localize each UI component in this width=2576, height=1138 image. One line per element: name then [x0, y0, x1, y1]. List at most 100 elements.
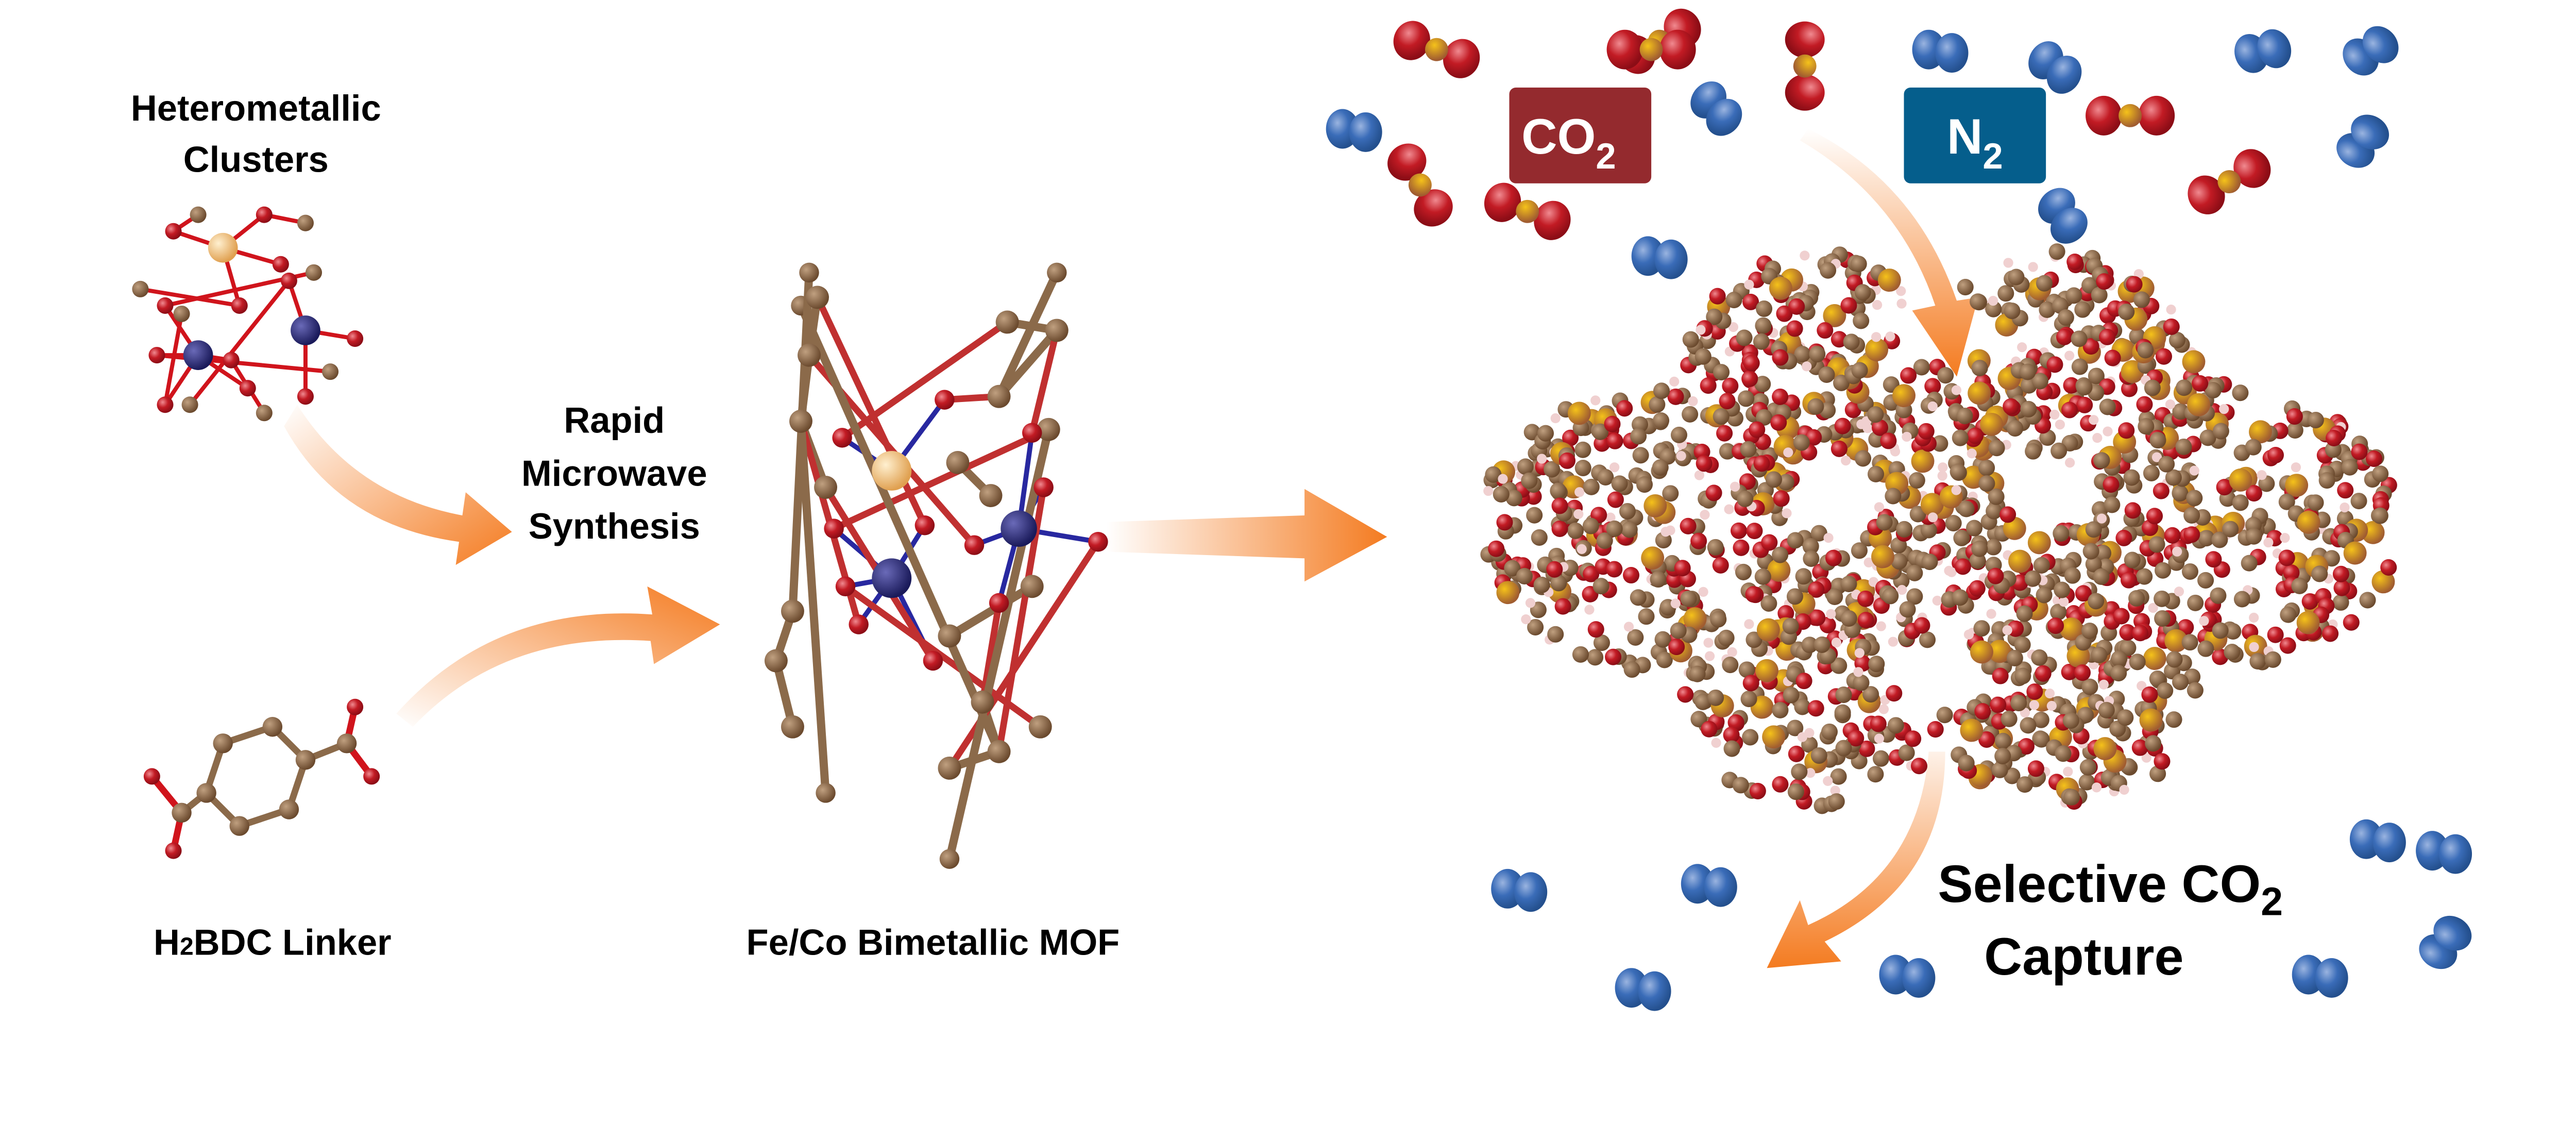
framework-atom [1670, 426, 1687, 443]
framework-atom [1741, 370, 1758, 387]
framework-atom [1705, 484, 1722, 501]
framework-atom [1713, 408, 1730, 425]
framework-atom [1818, 366, 1835, 383]
framework-atom [2192, 375, 2209, 392]
framework-atom [1844, 401, 1861, 419]
carbon-atom [181, 396, 198, 413]
framework-atom [1969, 580, 1986, 597]
framework-atom [2064, 350, 2075, 361]
framework-atom [2332, 594, 2349, 611]
framework-atom [2091, 646, 2108, 663]
n2-molecule [1615, 968, 1671, 1011]
framework-atom [1786, 588, 1803, 605]
framework-atom [2176, 379, 2193, 396]
framework-atom [2155, 562, 2172, 579]
framework-atom [1971, 360, 1988, 377]
framework-atom [2082, 543, 2099, 560]
arrow-linker-to-synthesis [396, 586, 720, 727]
framework-atom [1900, 367, 1917, 384]
framework-atom [2018, 738, 2035, 755]
framework-atom [2210, 587, 2227, 604]
framework-atom [1690, 711, 1707, 728]
framework-atom [2222, 521, 2239, 538]
framework-atom [2078, 774, 2095, 791]
framework-atom [1554, 598, 1571, 615]
framework-atom [1582, 517, 1599, 534]
framework-atom [1776, 305, 1793, 322]
framework-atom [1877, 269, 1901, 292]
framework-atom [1987, 567, 2004, 584]
framework-atom [1660, 527, 1671, 537]
framework-atom [2257, 470, 2267, 480]
framework-atom [1597, 468, 1614, 486]
framework-atom [2350, 493, 2367, 510]
framework-atom [2263, 537, 2274, 548]
framework-atom [1493, 486, 1510, 503]
framework-atom [2118, 304, 2135, 321]
framework-atom [1643, 494, 1667, 517]
framework-atom [2014, 636, 2031, 653]
framework-atom [1853, 667, 1863, 677]
carbon-atom [1037, 417, 1060, 441]
framework-atom [2117, 709, 2134, 726]
framework-atom [1786, 320, 1803, 337]
framework-atom [2172, 546, 2182, 557]
framework-atom [1498, 474, 1508, 484]
framework-atom [1851, 362, 1868, 379]
framework-atom [1483, 486, 1494, 496]
framework-atom [2128, 590, 2145, 607]
framework-atom [2088, 593, 2105, 610]
framework-atom [1496, 581, 1520, 605]
framework-atom [1670, 598, 1681, 609]
carbon-atom [279, 799, 299, 819]
co2-molecule [1606, 29, 1696, 70]
framework-atom [1711, 738, 1721, 748]
framework-atom [1622, 566, 1640, 584]
framework-atom [1744, 619, 1754, 629]
framework-atom [2351, 443, 2368, 460]
framework-atom [2144, 379, 2161, 396]
framework-atom [1992, 667, 2009, 684]
framework-atom [1841, 455, 1851, 466]
framework-atom [1986, 503, 2003, 520]
framework-atom [1835, 687, 1852, 704]
framework-atom [1654, 631, 1671, 648]
framework-atom [1773, 490, 1790, 507]
n2-molecule [1879, 955, 1936, 998]
framework-atom [1674, 560, 1691, 577]
n2-molecule [2336, 114, 2389, 168]
framework-atom [1676, 450, 1686, 461]
framework-atom [2154, 590, 2171, 607]
framework-atom [2186, 490, 2203, 507]
framework-atom [2133, 291, 2150, 308]
framework-atom [1782, 617, 1799, 634]
framework-atom [1953, 529, 1970, 546]
framework-atom [1783, 687, 1800, 704]
framework-atom [1755, 317, 1772, 334]
framework-atom [1742, 293, 1759, 310]
carbon-atom [781, 715, 804, 739]
framework-atom [1831, 638, 1842, 648]
framework-atom [1604, 415, 1621, 432]
carbon-atom [297, 214, 314, 231]
framework-atom [1802, 538, 1819, 555]
framework-atom [1831, 657, 1848, 674]
framework-atom [1831, 440, 1848, 457]
framework-atom [1607, 491, 1624, 508]
framework-atom [2104, 349, 2121, 366]
framework-atom [2027, 531, 2051, 555]
framework-atom [2093, 568, 2110, 585]
framework-atom [1891, 553, 1908, 570]
framework-atom [1592, 578, 1609, 595]
framework-atom [1854, 284, 1871, 301]
framework-atom [2149, 670, 2166, 688]
framework-atom [2024, 570, 2041, 587]
co2-molecule [2086, 95, 2175, 136]
framework-atom [2047, 617, 2064, 634]
co2-molecule [1785, 21, 1825, 111]
framework-atom [1807, 700, 1824, 717]
n2-molecule [1631, 236, 1688, 279]
framework-atom [2326, 429, 2343, 447]
framework-atom [1641, 546, 1665, 570]
carbon-atom [295, 750, 316, 770]
